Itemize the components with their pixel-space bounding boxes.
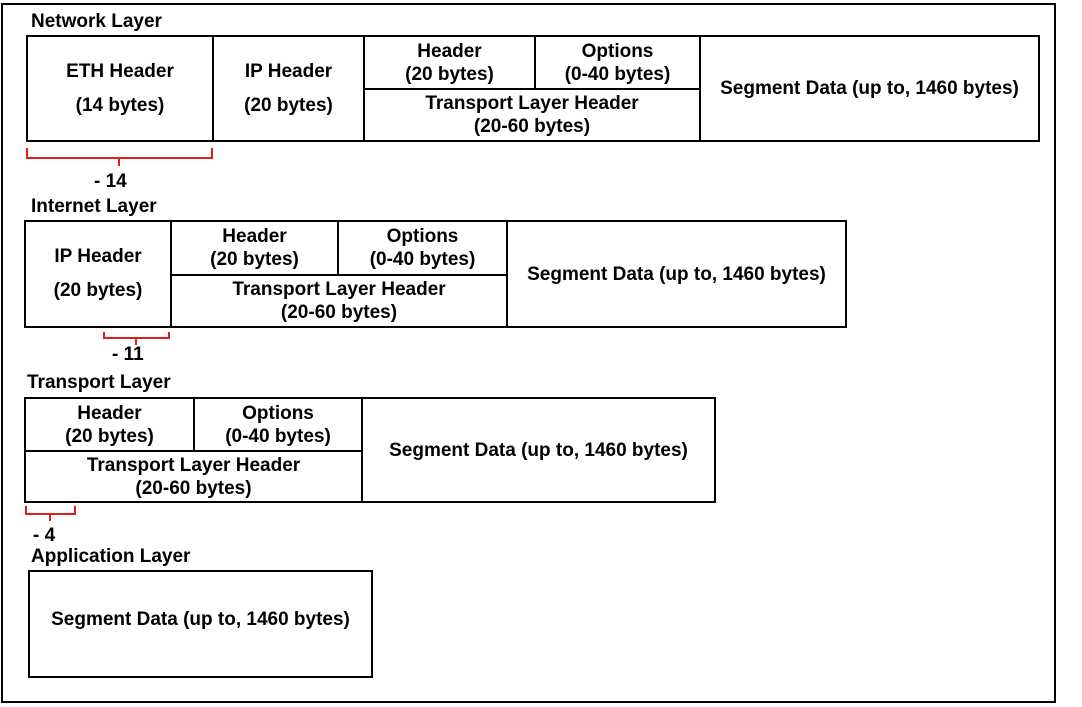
options-label: Options (242, 402, 314, 424)
transport-header-size: (20-60 bytes) (135, 477, 252, 499)
tcp-header-label: Header (222, 226, 287, 247)
options-label: Options (386, 226, 459, 247)
transport-header-cell: Transport Layer Header (20-60 bytes) (170, 274, 506, 326)
segment-data-cell: Segment Data (up to, 1460 bytes) (30, 572, 371, 666)
options-size: (0-40 bytes) (225, 425, 331, 447)
tcp-header-label: Header (417, 40, 482, 62)
ip-header-label: IP Header (54, 246, 142, 267)
transport-header-cell: Transport Layer Header (20-60 bytes) (363, 88, 699, 140)
options-cell: Options (0-40 bytes) (534, 37, 699, 88)
transport-offset-label: - 4 (33, 525, 56, 546)
segment-data-label: Segment Data (up to, 1460 bytes) (389, 439, 688, 461)
tcp-header-size: (20 bytes) (210, 249, 299, 270)
segment-data-label: Segment Data (up to, 1460 bytes) (720, 78, 1019, 99)
segment-data-label: Segment Data (up to, 1460 bytes) (527, 263, 826, 285)
segment-data-cell: Segment Data (up to, 1460 bytes) (361, 399, 714, 501)
tcp-header-cell: Header (20 bytes) (170, 222, 337, 274)
eth-header-label: ETH Header (66, 60, 174, 82)
internet-layer-frame: IP Header (20 bytes) Header (20 bytes) O… (24, 220, 847, 328)
tcp-header-cell: Header (20 bytes) (363, 37, 534, 88)
transport-header-label: Transport Layer Header (425, 93, 639, 114)
ip-header-size: (20 bytes) (244, 94, 333, 116)
options-size: (0-40 bytes) (369, 249, 476, 270)
internet-offset-label: - 11 (112, 344, 144, 365)
transport-header-size: (20-60 bytes) (473, 116, 591, 137)
transport-header-label: Transport Layer Header (232, 279, 446, 300)
ip-header-size: (20 bytes) (53, 280, 143, 301)
transport-layer-title: Transport Layer (27, 372, 171, 393)
network-layer-frame: ETH Header (14 bytes) IP Header (20 byte… (26, 35, 1040, 142)
segment-data-cell: Segment Data (up to, 1460 bytes) (506, 222, 845, 326)
transport-offset-brace (25, 506, 76, 521)
tcp-header-cell: Header (20 bytes) (26, 399, 193, 450)
options-size: (0-40 bytes) (564, 63, 671, 85)
transport-header-size: (20-60 bytes) (280, 302, 398, 323)
tcp-header-label: Header (77, 402, 142, 424)
application-layer-frame: Segment Data (up to, 1460 bytes) (28, 570, 373, 678)
transport-header-cell: Transport Layer Header (20-60 bytes) (26, 450, 361, 501)
transport-layer-frame: Header (20 bytes) Options (0-40 bytes) T… (24, 397, 716, 503)
eth-header-size: (14 bytes) (75, 94, 165, 116)
ip-header-cell: IP Header (20 bytes) (212, 37, 363, 140)
options-label: Options (581, 40, 654, 62)
eth-header-cell: ETH Header (14 bytes) (28, 37, 212, 140)
segment-data-cell: Segment Data (up to, 1460 bytes) (699, 37, 1038, 140)
tcp-header-size: (20 bytes) (405, 63, 494, 85)
network-offset-label: - 14 (94, 171, 127, 192)
options-cell: Options (0-40 bytes) (337, 222, 506, 274)
ip-header-label: IP Header (244, 60, 333, 82)
tcp-header-size: (20 bytes) (65, 425, 154, 447)
network-offset-brace (26, 148, 213, 166)
diagram-frame (1, 3, 1056, 703)
segment-data-label: Segment Data (up to, 1460 bytes) (51, 608, 350, 630)
network-layer-title: Network Layer (31, 11, 162, 32)
internet-layer-title: Internet Layer (31, 196, 157, 217)
application-layer-title: Application Layer (31, 546, 191, 567)
options-cell: Options (0-40 bytes) (193, 399, 361, 450)
internet-offset-brace (103, 332, 170, 345)
transport-header-label: Transport Layer Header (86, 454, 301, 476)
ip-header-cell: IP Header (20 bytes) (26, 222, 170, 326)
